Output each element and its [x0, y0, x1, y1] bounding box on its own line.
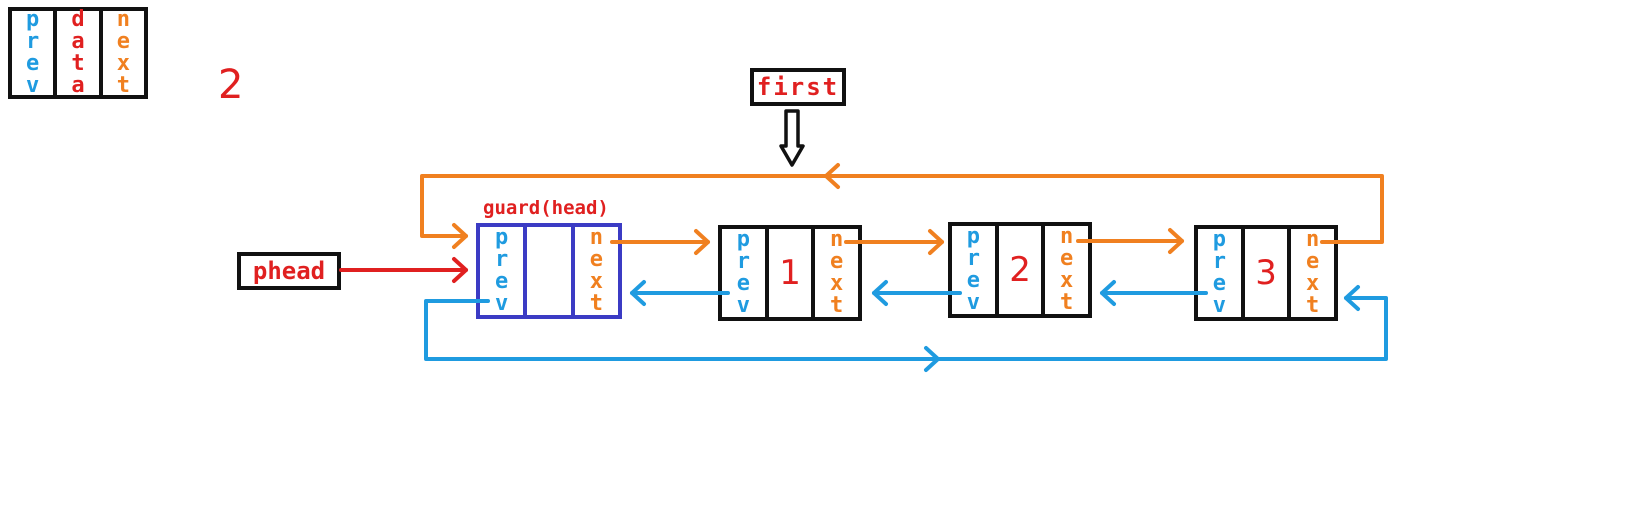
letter: x: [830, 271, 844, 296]
letter: e: [495, 269, 509, 294]
wrap-next-arrow: [420, 174, 1384, 244]
phead-arrow: [339, 257, 468, 283]
letter: e: [116, 29, 130, 54]
prev-arrows: [424, 280, 1388, 372]
letter: v: [26, 73, 40, 98]
letter: a: [71, 29, 85, 54]
node-1-data-cell: 1: [764, 229, 812, 317]
letter: p: [26, 7, 40, 32]
letter: e: [589, 247, 603, 272]
letter: p: [1212, 227, 1226, 252]
letter: x: [116, 51, 130, 76]
letter: t: [589, 291, 603, 316]
letter: t: [1306, 293, 1320, 318]
letter: v: [966, 290, 980, 315]
letter: v: [1212, 293, 1226, 318]
node-3-data-cell: 3: [1240, 229, 1288, 317]
letter: n: [830, 227, 844, 252]
letter: p: [495, 225, 509, 250]
letter: r: [966, 246, 980, 271]
letter: x: [1306, 271, 1320, 296]
letter: x: [1060, 268, 1074, 293]
first-pointer-arrow: [779, 109, 805, 167]
guard-title: guard(head): [483, 197, 609, 219]
letter: n: [589, 225, 603, 250]
letter: t: [1060, 290, 1074, 315]
top-number: 2: [218, 62, 244, 108]
guard-data-cell: [523, 227, 570, 315]
letter: n: [116, 7, 130, 32]
letter: r: [26, 29, 40, 54]
letter: x: [589, 269, 603, 294]
letter: r: [495, 247, 509, 272]
letter: n: [1060, 224, 1074, 249]
letter: e: [1212, 271, 1226, 296]
letter: e: [966, 268, 980, 293]
phead-label: phead: [237, 252, 341, 290]
letter: d: [71, 7, 85, 32]
letter: t: [71, 51, 85, 76]
letter: t: [116, 73, 130, 98]
letter: v: [495, 291, 509, 316]
letter: e: [1306, 249, 1320, 274]
letter: r: [1212, 249, 1226, 274]
letter: e: [736, 271, 750, 296]
first-label: first: [750, 68, 846, 106]
letter: p: [736, 227, 750, 252]
node-2-data-cell: 2: [994, 226, 1042, 314]
letter: e: [1060, 246, 1074, 271]
letter: e: [830, 249, 844, 274]
letter: r: [736, 249, 750, 274]
letter: t: [830, 293, 844, 318]
letter: p: [966, 224, 980, 249]
letter: e: [26, 51, 40, 76]
next-arrows: [420, 163, 1384, 255]
letter: a: [71, 73, 85, 98]
wrap-prev-arrow: [424, 296, 1388, 361]
letter: n: [1306, 227, 1320, 252]
letter: v: [736, 293, 750, 318]
